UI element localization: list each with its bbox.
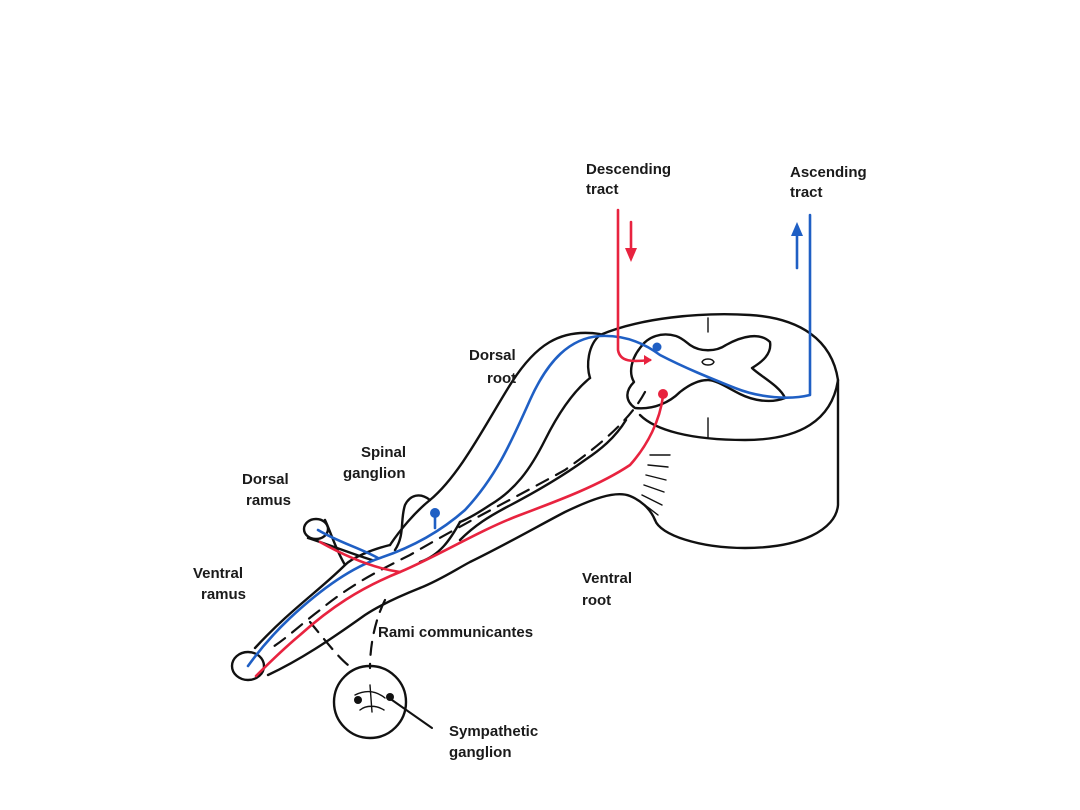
label-sympathetic-ganglion: Sympathetic ganglion	[449, 723, 542, 761]
spinal-nerve-trunk	[253, 543, 422, 677]
label-dorsal-root: Dorsal root	[469, 347, 520, 387]
grey-matter	[626, 333, 787, 410]
label-ventral-root: Ventral root	[582, 570, 636, 609]
dorsal-ramus	[302, 517, 374, 567]
label-rami-communicantes: Rami communicantes	[378, 624, 533, 641]
sympathetic-ganglion-body	[332, 664, 433, 740]
sensory-pathway	[246, 213, 812, 668]
spinal-cord	[586, 313, 840, 550]
ventral-ramus	[230, 650, 266, 682]
autonomic-pathway	[266, 390, 647, 670]
motor-pathway	[254, 208, 668, 678]
spinal-ganglion	[393, 494, 462, 564]
label-descending-tract: Descending tract	[586, 161, 675, 198]
label-dorsal-ramus: Dorsal ramus	[242, 471, 293, 509]
dorsal-root	[388, 331, 602, 547]
ventral-root	[418, 418, 671, 590]
label-spinal-ganglion: Spinal ganglion	[343, 444, 410, 482]
label-ventral-ramus: Ventral ramus	[193, 565, 247, 603]
label-ascending-tract: Ascending tract	[790, 164, 871, 201]
